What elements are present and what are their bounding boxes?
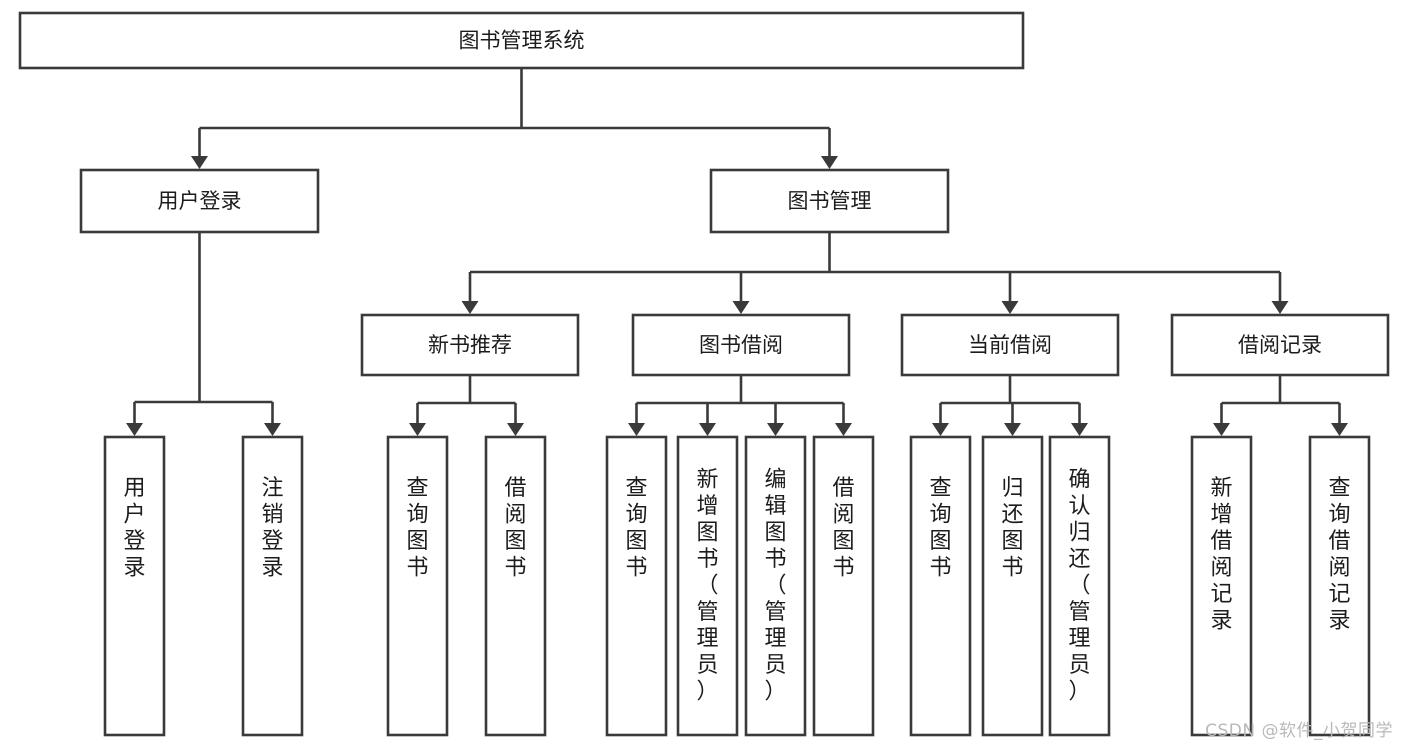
node-leaf-9-box[interactable] (981, 435, 1044, 737)
node-leaf-0-box[interactable] (103, 435, 166, 737)
node-leaf-8-label: 查询图书 (929, 476, 951, 581)
node-leaf-3-box[interactable] (484, 435, 547, 737)
node-level1-0-label: 用户登录 (158, 189, 242, 213)
node-leaf-4-label: 查询图书 (625, 476, 647, 581)
node-leaf-11-label: 新增借阅记录 (1210, 476, 1232, 634)
node-level1-1-label: 图书管理 (788, 189, 872, 213)
node-root-box[interactable] (18, 11, 1025, 70)
edge-book-mgmt-drop-0-arrowhead (461, 301, 479, 314)
node-leaf-7-label: 借阅图书 (832, 476, 854, 581)
node-leaf-2[interactable]: 查询图书 (386, 435, 449, 737)
node-leaf-5-label: 新增图书（管理员） (696, 468, 718, 705)
node-level2-1-box[interactable] (631, 313, 851, 377)
node-level2-3-label: 借阅记录 (1238, 333, 1322, 357)
edge-borrow-drop-1-arrowhead (699, 423, 716, 436)
node-leaf-5-box[interactable] (676, 435, 739, 737)
edge-new-book-drop-0-arrowhead (409, 423, 426, 436)
node-leaf-10[interactable]: 确认归还（管理员） (1048, 435, 1111, 737)
node-level1-1[interactable]: 图书管理 (709, 168, 950, 234)
node-leaf-2-box[interactable] (386, 435, 449, 737)
edge-book-mgmt-drop-1-arrowhead (732, 301, 750, 314)
watermark-text: CSDN @软件_小贺同学 (1205, 721, 1393, 741)
node-leaf-10-box[interactable] (1048, 435, 1111, 737)
node-level2-1-label: 图书借阅 (699, 333, 783, 357)
node-level2-1[interactable]: 图书借阅 (631, 313, 851, 377)
node-level2-3[interactable]: 借阅记录 (1170, 313, 1390, 377)
node-level2-2[interactable]: 当前借阅 (900, 313, 1120, 377)
node-leaf-8-box[interactable] (909, 435, 972, 737)
edge-book-mgmt-drop-2-arrowhead (1001, 301, 1019, 314)
node-level1-0[interactable]: 用户登录 (79, 168, 320, 234)
node-leaf-0-label: 用户登录 (123, 476, 145, 581)
node-leaf-6-label: 编辑图书（管理员） (764, 468, 786, 705)
edge-user-login-drop-1-arrowhead (264, 423, 281, 436)
node-level1-1-box[interactable] (709, 168, 950, 234)
node-level2-0-label: 新书推荐 (428, 333, 512, 357)
node-leaf-1-label: 注销登录 (261, 476, 283, 581)
edge-book-mgmt-drop-3-arrowhead (1271, 301, 1289, 314)
edge-root-drop-1-arrowhead (821, 156, 838, 169)
node-leaf-12-box[interactable] (1308, 435, 1371, 737)
edge-borrow-drop-0-arrowhead (628, 423, 645, 436)
node-level1-0-box[interactable] (79, 168, 320, 234)
edge-user-login-drop-0-arrowhead (126, 423, 143, 436)
edge-records-drop-0-arrowhead (1213, 423, 1230, 436)
node-leaf-12[interactable]: 查询借阅记录 (1308, 435, 1371, 737)
node-leaf-7-box[interactable] (812, 435, 875, 737)
edge-new-book-drop-1-arrowhead (507, 423, 524, 436)
node-leaf-6-box[interactable] (744, 435, 807, 737)
node-level2-0-box[interactable] (360, 313, 580, 377)
edge-current-drop-0-arrowhead (932, 423, 949, 436)
edge-current-drop-1-arrowhead (1004, 423, 1021, 436)
edge-root-drop-0-arrowhead (191, 156, 208, 169)
node-root-label: 图书管理系统 (459, 29, 585, 53)
node-level2-2-box[interactable] (900, 313, 1120, 377)
node-leaf-3[interactable]: 借阅图书 (484, 435, 547, 737)
edge-borrow-drop-3-arrowhead (835, 423, 852, 436)
node-leaf-0[interactable]: 用户登录 (103, 435, 166, 737)
edge-borrow-drop-2-arrowhead (767, 423, 784, 436)
node-leaf-7[interactable]: 借阅图书 (812, 435, 875, 737)
node-leaf-1[interactable]: 注销登录 (241, 435, 304, 737)
edge-records-drop-1-arrowhead (1331, 423, 1348, 436)
node-root[interactable]: 图书管理系统 (18, 11, 1025, 70)
node-leaf-4-box[interactable] (605, 435, 668, 737)
node-leaf-10-label: 确认归还（管理员） (1068, 468, 1090, 705)
node-leaf-11-box[interactable] (1190, 435, 1253, 737)
node-leaf-4[interactable]: 查询图书 (605, 435, 668, 737)
node-leaf-5[interactable]: 新增图书（管理员） (676, 435, 739, 737)
edge-current-drop-2-arrowhead (1071, 423, 1088, 436)
node-leaf-3-label: 借阅图书 (504, 476, 526, 581)
node-leaf-6[interactable]: 编辑图书（管理员） (744, 435, 807, 737)
edges-layer (126, 68, 1348, 436)
node-level2-3-box[interactable] (1170, 313, 1390, 377)
node-leaf-12-label: 查询借阅记录 (1328, 476, 1350, 634)
node-leaf-2-label: 查询图书 (406, 476, 428, 581)
node-level2-0[interactable]: 新书推荐 (360, 313, 580, 377)
node-leaf-9-label: 归还图书 (1001, 476, 1023, 581)
node-leaf-1-box[interactable] (241, 435, 304, 737)
node-level2-2-label: 当前借阅 (968, 333, 1052, 357)
node-leaf-11[interactable]: 新增借阅记录 (1190, 435, 1253, 737)
nodes-layer: 图书管理系统用户登录图书管理新书推荐图书借阅当前借阅借阅记录用户登录注销登录查询… (18, 11, 1390, 737)
node-leaf-9[interactable]: 归还图书 (981, 435, 1044, 737)
node-leaf-8[interactable]: 查询图书 (909, 435, 972, 737)
